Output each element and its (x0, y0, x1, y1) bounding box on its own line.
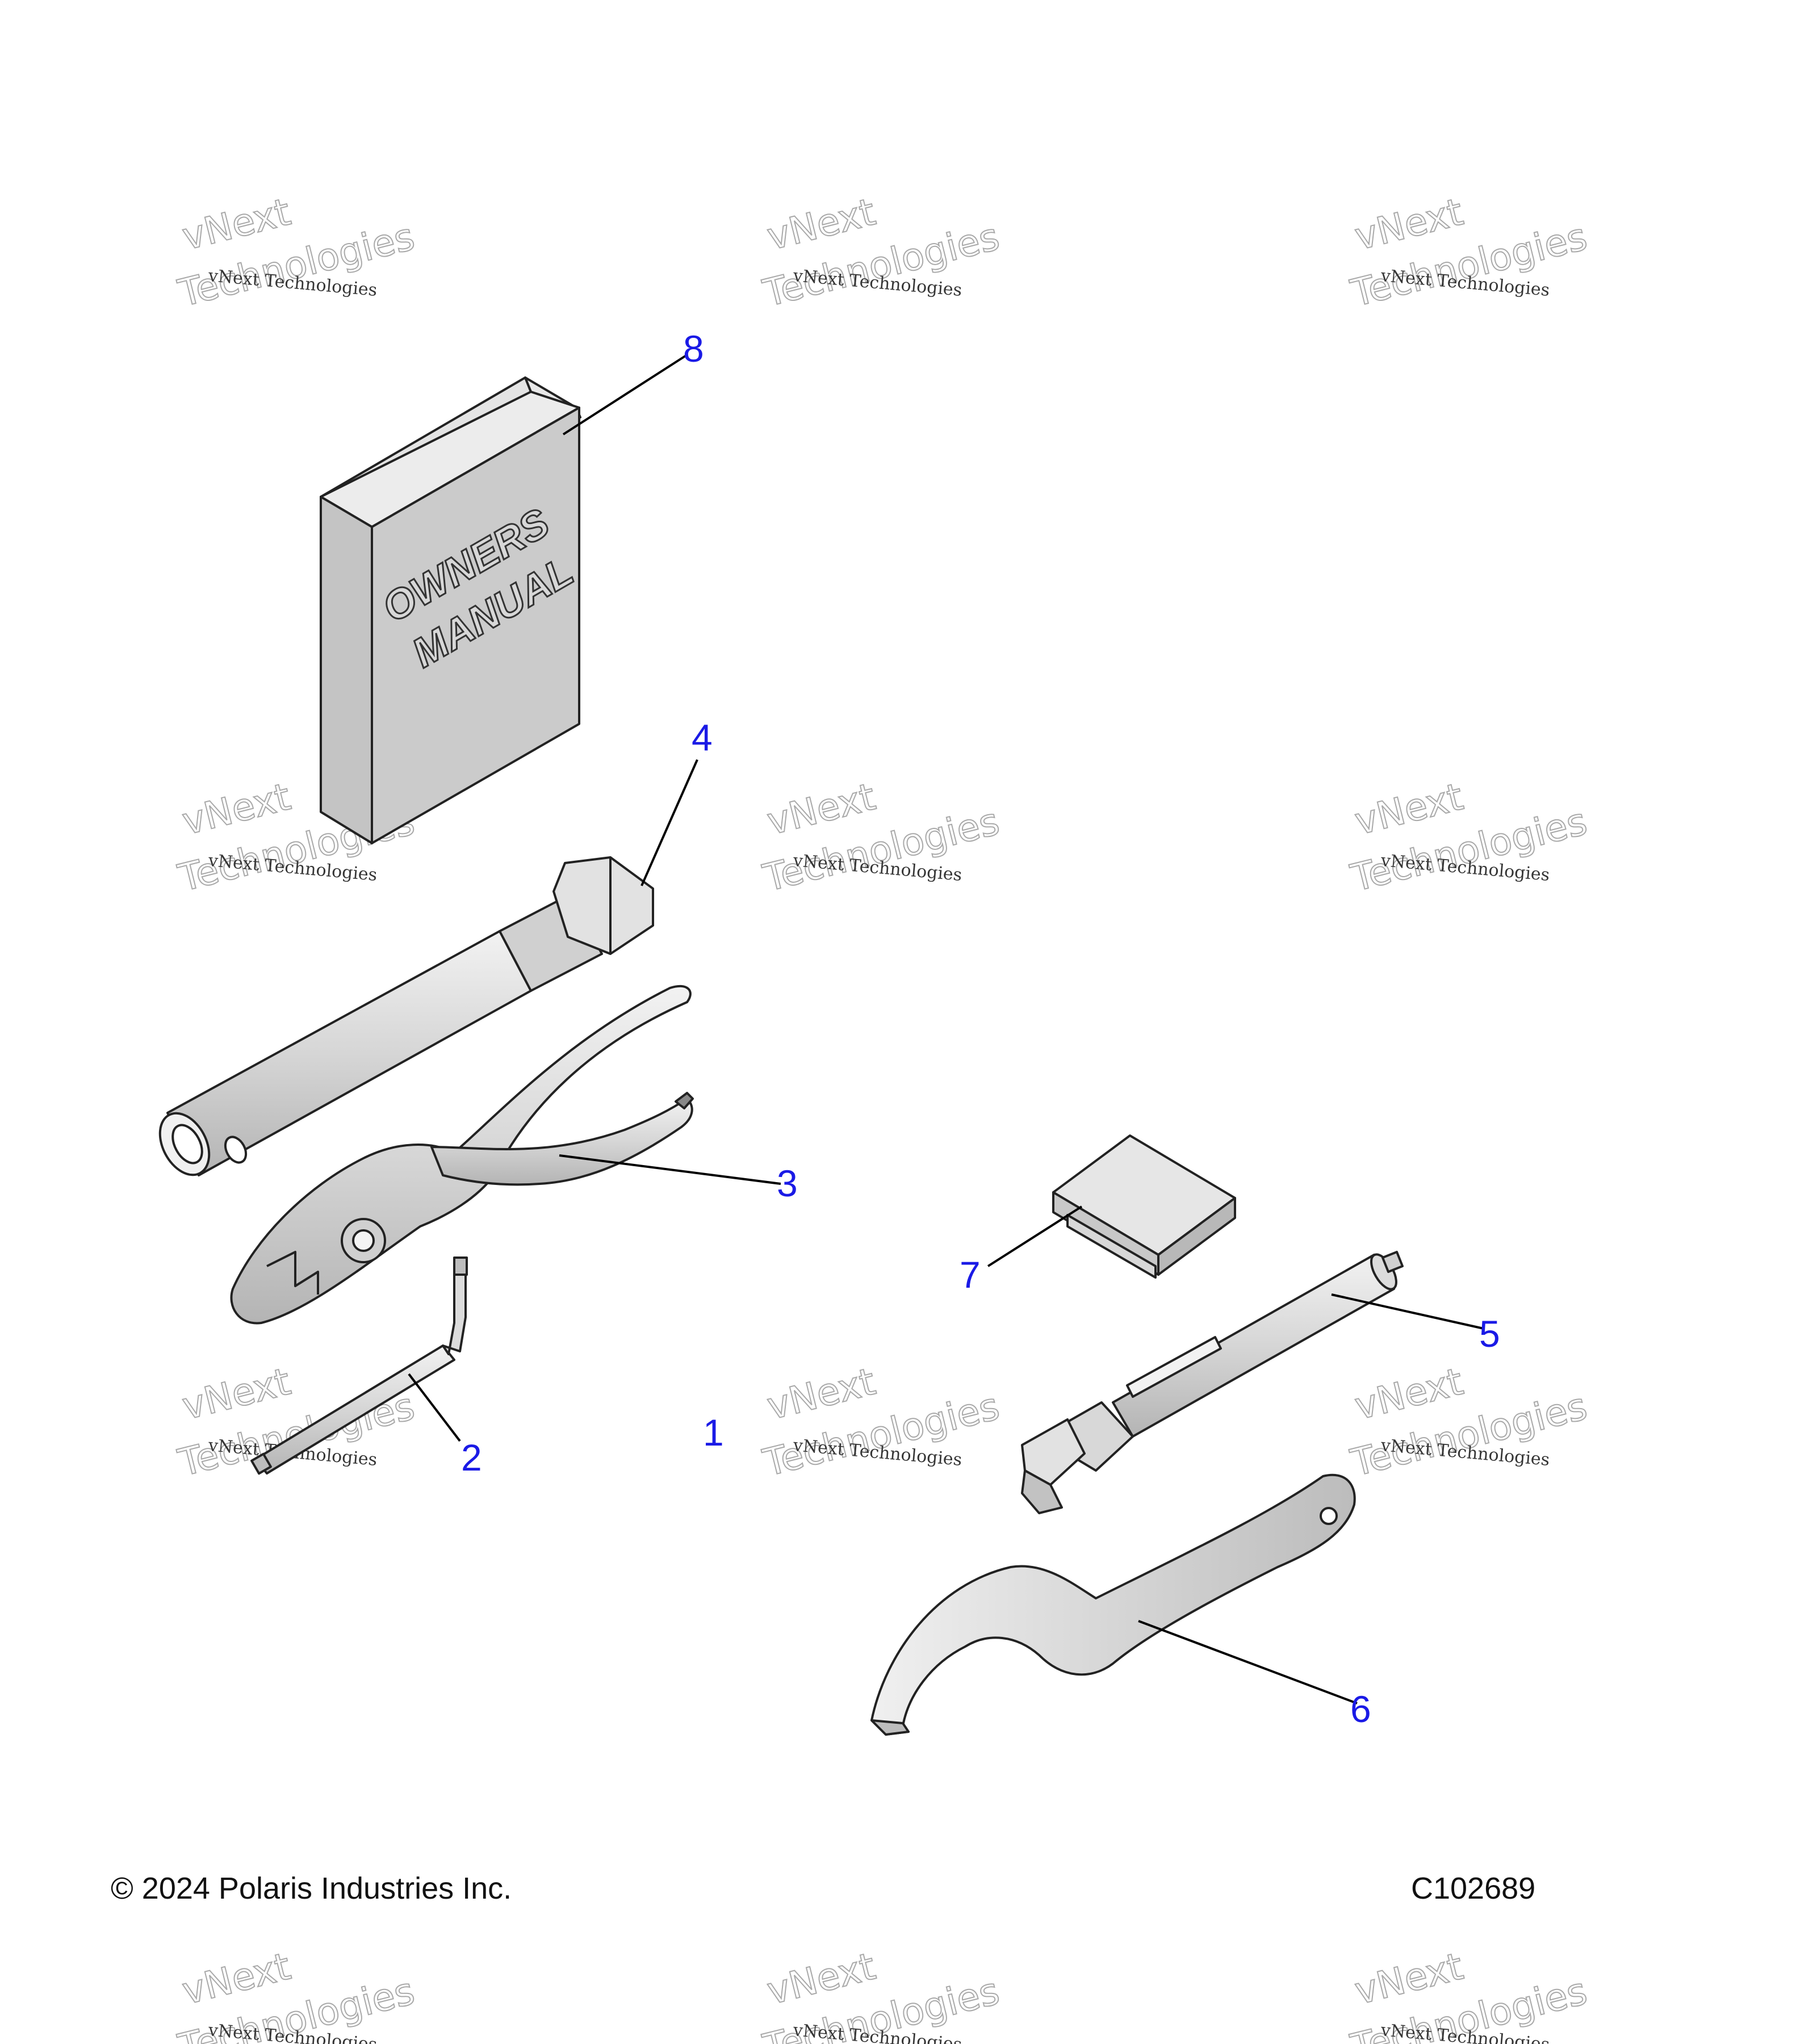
spanner-hang-hole (1320, 1507, 1338, 1525)
manual-cover (371, 407, 580, 844)
callout-2[interactable]: 2 (461, 1436, 482, 1478)
leader-3 (559, 1154, 781, 1185)
pad-side-right (1157, 1197, 1236, 1276)
callout-3[interactable]: 3 (777, 1162, 798, 1204)
pliers-handle-tip (675, 1092, 694, 1109)
torx-key-tip (453, 1256, 468, 1276)
drive-handle-clip (1126, 1336, 1222, 1398)
tube-wrench-cross-hole (224, 1136, 248, 1164)
leader-4 (640, 759, 698, 886)
leader-8 (562, 354, 688, 435)
drive-handle-tip (1381, 1251, 1404, 1273)
pliers-lower-handle (430, 1098, 693, 1186)
spanner-wrench-part[interactable] (870, 1473, 1356, 1736)
callout-7[interactable]: 7 (960, 1254, 981, 1296)
tube-wrench-hex-head (552, 856, 654, 955)
callout-labels: 8 4 3 2 1 7 5 6 (461, 328, 1500, 1730)
callout-4[interactable]: 4 (692, 717, 713, 759)
callout-8[interactable]: 8 (683, 328, 704, 370)
copyright-notice: © 2024 Polaris Industries Inc. (111, 1871, 512, 1905)
small-pad-part[interactable] (1052, 1134, 1236, 1279)
torx-key-part[interactable] (250, 1256, 468, 1475)
callout-1[interactable]: 1 (703, 1411, 724, 1454)
tube-socket-wrench-part[interactable] (150, 856, 654, 1183)
leader-2 (408, 1373, 461, 1442)
tube-wrench-bore (171, 1124, 203, 1165)
callout-6[interactable]: 6 (1350, 1688, 1371, 1730)
leader-5 (1331, 1293, 1484, 1330)
drive-handle-part[interactable] (1021, 1251, 1404, 1514)
pliers-pivot-bolt (352, 1229, 375, 1252)
torx-key-short-tip (250, 1452, 272, 1475)
leader-7 (987, 1205, 1083, 1267)
pad-base (1066, 1214, 1157, 1279)
pliers-jaw-teeth (266, 1251, 319, 1295)
torx-key-bend (442, 1271, 467, 1355)
callout-5[interactable]: 5 (1479, 1313, 1500, 1355)
drive-head (1021, 1418, 1086, 1486)
owners-manual-part[interactable]: OWNERS MANUAL (320, 376, 584, 844)
spanner-hook-tip (870, 1719, 910, 1736)
pliers-part[interactable] (230, 985, 694, 1325)
drive-square (1021, 1469, 1063, 1514)
drive-handle-shaft (1112, 1254, 1395, 1438)
leader-lines (408, 354, 1484, 1704)
spanner-body (870, 1473, 1356, 1736)
leader-6 (1138, 1620, 1358, 1704)
drawing-id: C102689 (1411, 1871, 1536, 1905)
manual-spine (320, 496, 373, 844)
